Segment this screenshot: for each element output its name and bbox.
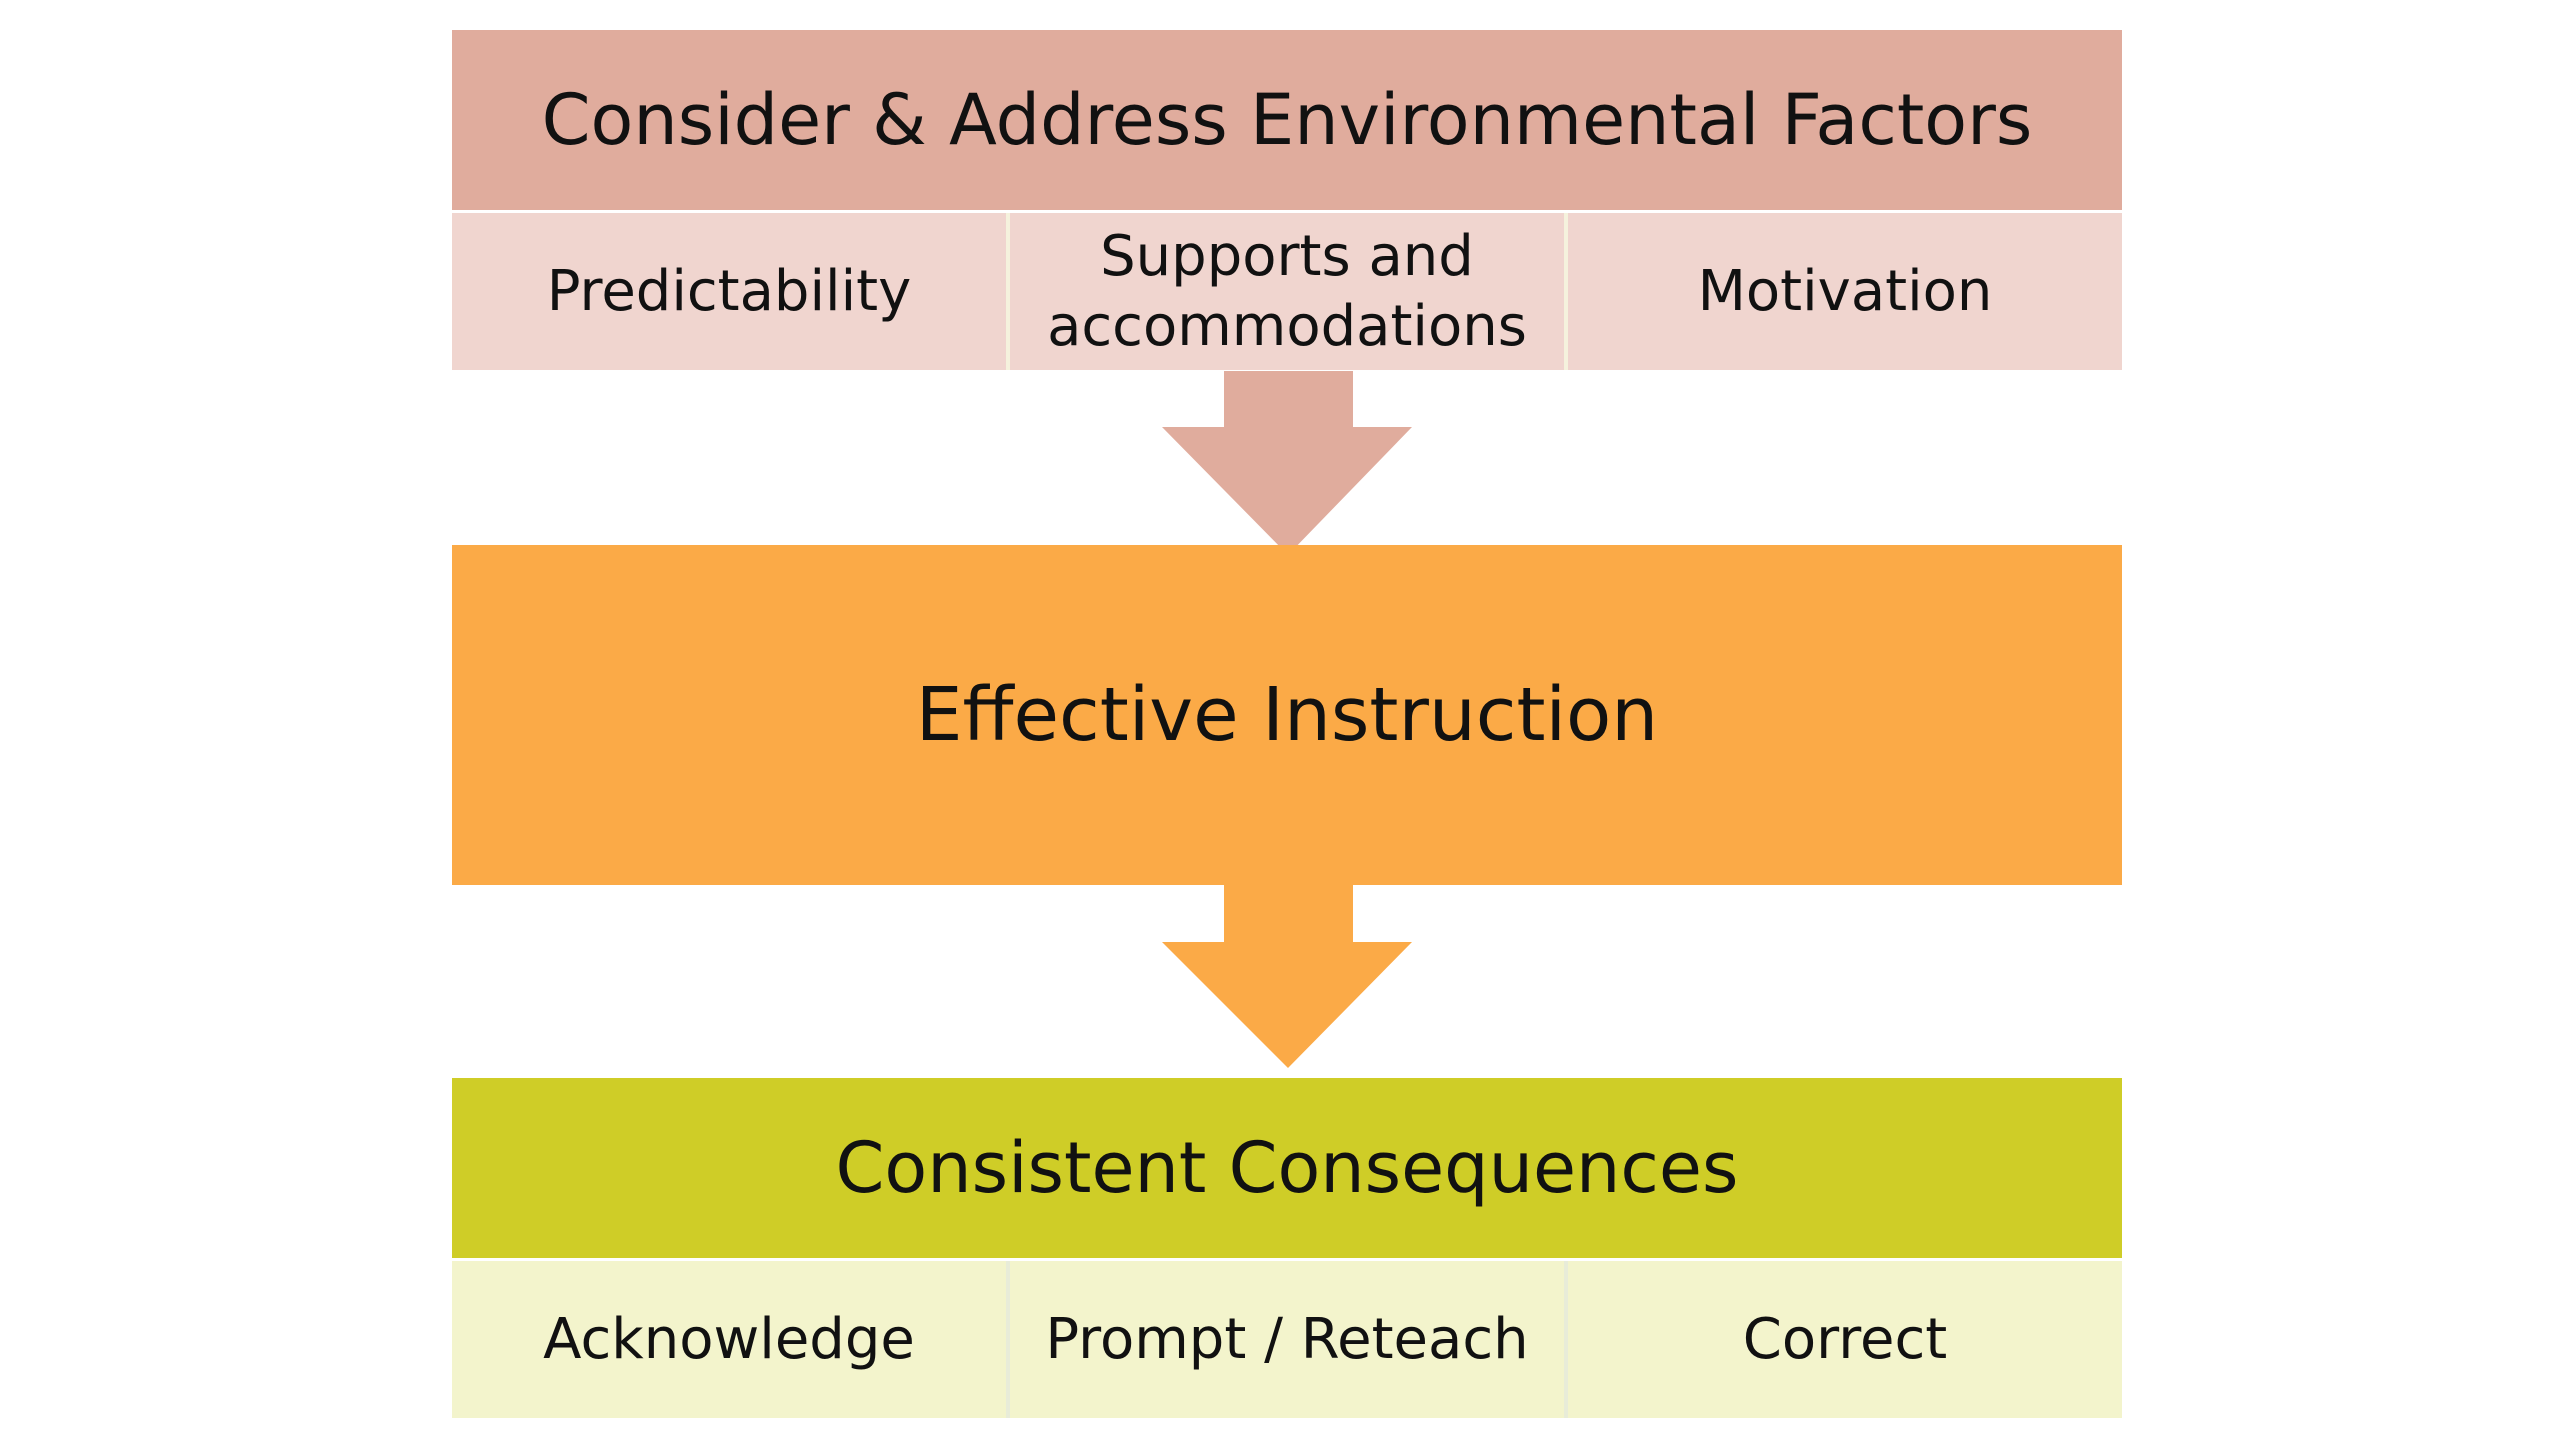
cons-item-prompt-reteach: Prompt / Reteach [1010,1261,1568,1418]
consequences-row: Acknowledge Prompt / Reteach Correct [452,1261,2122,1418]
arrow-down-pink-icon [1162,371,1412,555]
arrow-down-orange-icon [1162,885,1412,1068]
cons-item-correct: Correct [1568,1261,2122,1418]
env-item-motivation: Motivation [1568,213,2122,370]
effective-instruction-box: Effective Instruction [452,545,2122,885]
cons-item-acknowledge: Acknowledge [452,1261,1010,1418]
environmental-factors-header: Consider & Address Environmental Factors [452,30,2122,210]
environmental-factors-row: Predictability Supports and accommodatio… [452,213,2122,370]
env-item-predictability: Predictability [452,213,1010,370]
env-item-supports: Supports and accommodations [1010,213,1568,370]
consistent-consequences-header: Consistent Consequences [452,1078,2122,1258]
